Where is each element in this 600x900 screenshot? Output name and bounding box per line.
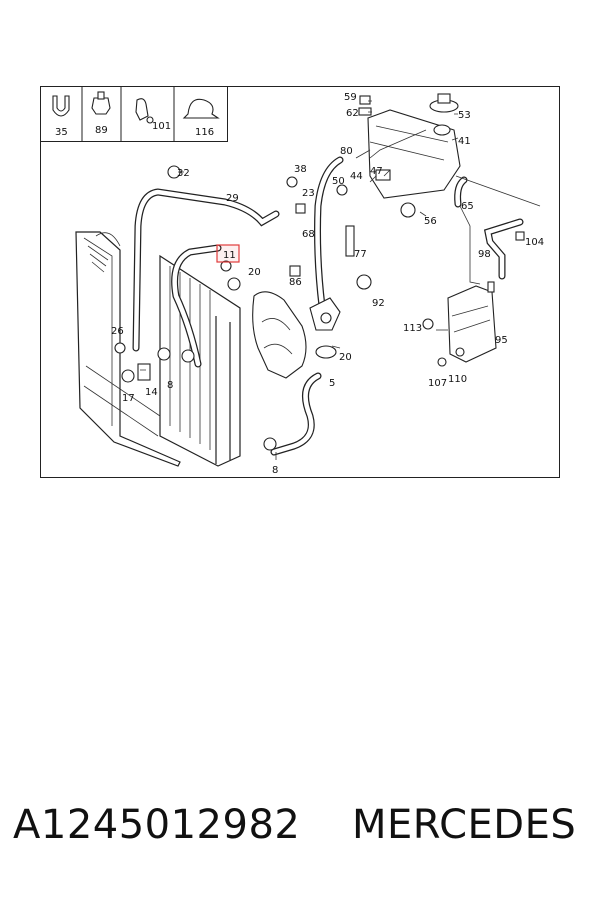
callout-62: 62: [346, 108, 359, 119]
hose-65: [454, 176, 468, 208]
radiator: [75, 231, 241, 467]
clip-89-icon: [91, 91, 111, 115]
callout-26: 26: [111, 326, 124, 337]
callout-68: 68: [302, 229, 315, 240]
reservoir-95: [447, 281, 497, 363]
callout-17: 17: [122, 393, 135, 404]
callout-14: 14: [145, 387, 158, 398]
legend-label-89: 89: [95, 125, 108, 136]
parts-diagram: 35 89 101 116: [40, 86, 560, 478]
sensor-59: [358, 95, 372, 116]
hose-98: [483, 218, 524, 280]
legend-label-101: 101: [152, 121, 171, 132]
callout-8: 8: [167, 380, 173, 391]
callout-47: 47: [370, 166, 383, 177]
callout-8-lower: 8: [272, 465, 278, 476]
part-number: A1245012982: [13, 802, 301, 848]
callout-65: 65: [461, 201, 474, 212]
brand-name: MERCEDES: [352, 802, 577, 848]
hose-29: [132, 188, 280, 352]
callout-59: 59: [344, 92, 357, 103]
callout-50: 50: [332, 176, 345, 187]
caption: A1245012982 MERCEDES: [0, 800, 600, 860]
highlight-box-11: [216, 244, 240, 263]
callout-104: 104: [525, 237, 544, 248]
callout-77: 77: [354, 249, 367, 260]
callout-107: 107: [428, 378, 447, 389]
leader-lines: [140, 100, 541, 460]
clamps: [114, 165, 525, 451]
callout-20: 20: [248, 267, 261, 278]
callout-29: 29: [226, 193, 239, 204]
callout-113: 113: [403, 323, 422, 334]
water-pump: [252, 291, 341, 379]
callout-53: 53: [458, 110, 471, 121]
callout-86: 86: [289, 277, 302, 288]
clip-116-icon: [182, 98, 220, 119]
callout-23: 23: [302, 188, 315, 199]
callout-32: 32: [177, 168, 190, 179]
callout-98: 98: [478, 249, 491, 260]
diagram-frame: [40, 86, 560, 478]
callout-110: 110: [448, 374, 467, 385]
clip-35-icon: [52, 95, 70, 117]
hose-5: [270, 372, 322, 456]
callout-20-lower: 20: [339, 352, 352, 363]
callout-41: 41: [458, 136, 471, 147]
callout-44: 44: [350, 171, 363, 182]
legend-label-116: 116: [195, 127, 214, 138]
cap-53: [429, 93, 459, 113]
clip-101-icon: [135, 98, 154, 124]
legend-box: 35 89 101 116: [40, 86, 228, 142]
callout-11: 11: [223, 250, 236, 261]
callout-38: 38: [294, 164, 307, 175]
callout-92: 92: [372, 298, 385, 309]
callout-95: 95: [495, 335, 508, 346]
hose-68: [314, 156, 344, 310]
legend-label-35: 35: [55, 127, 68, 138]
callout-80: 80: [340, 146, 353, 157]
callout-5: 5: [329, 378, 335, 389]
upper-hose: [171, 244, 222, 368]
callout-56: 56: [424, 216, 437, 227]
